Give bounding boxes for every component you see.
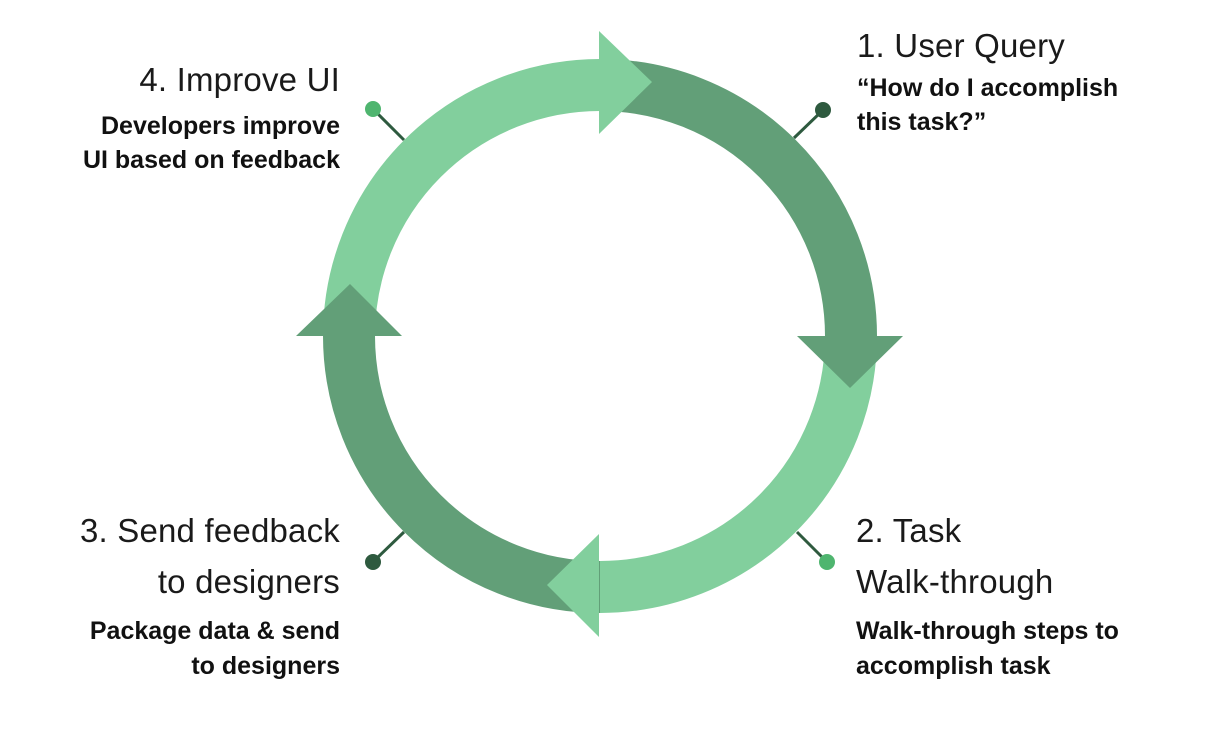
step-description-line: UI based on feedback bbox=[82, 146, 340, 175]
step-send-feedback: 3. Send feedback to designers Package da… bbox=[20, 505, 340, 686]
connector-line-step4 bbox=[373, 109, 406, 142]
arc-walkthrough-to-feedback bbox=[599, 335, 877, 613]
arrowhead-left bbox=[296, 284, 402, 336]
connector-line-step2 bbox=[795, 530, 827, 562]
step-description-line: accomplish task bbox=[856, 651, 1051, 680]
step-title: 1. User Query bbox=[857, 27, 1065, 64]
step-description-line: Walk-through steps to bbox=[856, 617, 1119, 646]
connector-dot-step1 bbox=[815, 102, 831, 118]
step-description: Developers improve UI based on feedback bbox=[20, 106, 340, 181]
connector-dot-step2 bbox=[819, 554, 835, 570]
step-title-line: 3. Send feedback bbox=[79, 512, 340, 549]
step-title-line: Walk-through bbox=[856, 563, 1054, 601]
arc-query-to-walkthrough bbox=[599, 59, 877, 337]
arc-feedback-to-improve bbox=[323, 335, 601, 613]
step-description-line: to designers bbox=[191, 651, 340, 680]
step-description-line: Package data & send bbox=[89, 617, 340, 646]
connector-dot-step3 bbox=[365, 554, 381, 570]
step-description: Package data & send to designers bbox=[20, 611, 340, 686]
step-description-line: this task?” bbox=[857, 108, 987, 137]
step-description-line: Developers improve bbox=[101, 111, 340, 140]
step-title-line: 2. Task bbox=[856, 512, 962, 549]
connector-line-step3 bbox=[373, 530, 406, 562]
arc-improve-to-query bbox=[323, 59, 601, 337]
step-task-walkthrough: 2. Task Walk-through Walk-through steps … bbox=[856, 505, 1196, 686]
step-title: 4. Improve UI bbox=[139, 61, 340, 98]
step-description: Walk-through steps to accomplish task bbox=[856, 611, 1196, 686]
step-title: 2. Task Walk-through bbox=[856, 505, 1196, 607]
connector-dot-step4 bbox=[365, 101, 381, 117]
step-user-query: 1. User Query “How do I accomplish this … bbox=[857, 26, 1197, 143]
step-title: 3. Send feedback to designers bbox=[20, 505, 340, 607]
step-description: “How do I accomplish this task?” bbox=[857, 68, 1197, 143]
step-description-line: “How do I accomplish bbox=[857, 73, 1119, 102]
arrowhead-right bbox=[797, 336, 903, 388]
arrowhead-bottom bbox=[547, 534, 599, 637]
step-improve-ui: 4. Improve UI Developers improve UI base… bbox=[20, 60, 340, 181]
arrowhead-top bbox=[599, 31, 652, 134]
step-title-line: to designers bbox=[157, 563, 340, 601]
